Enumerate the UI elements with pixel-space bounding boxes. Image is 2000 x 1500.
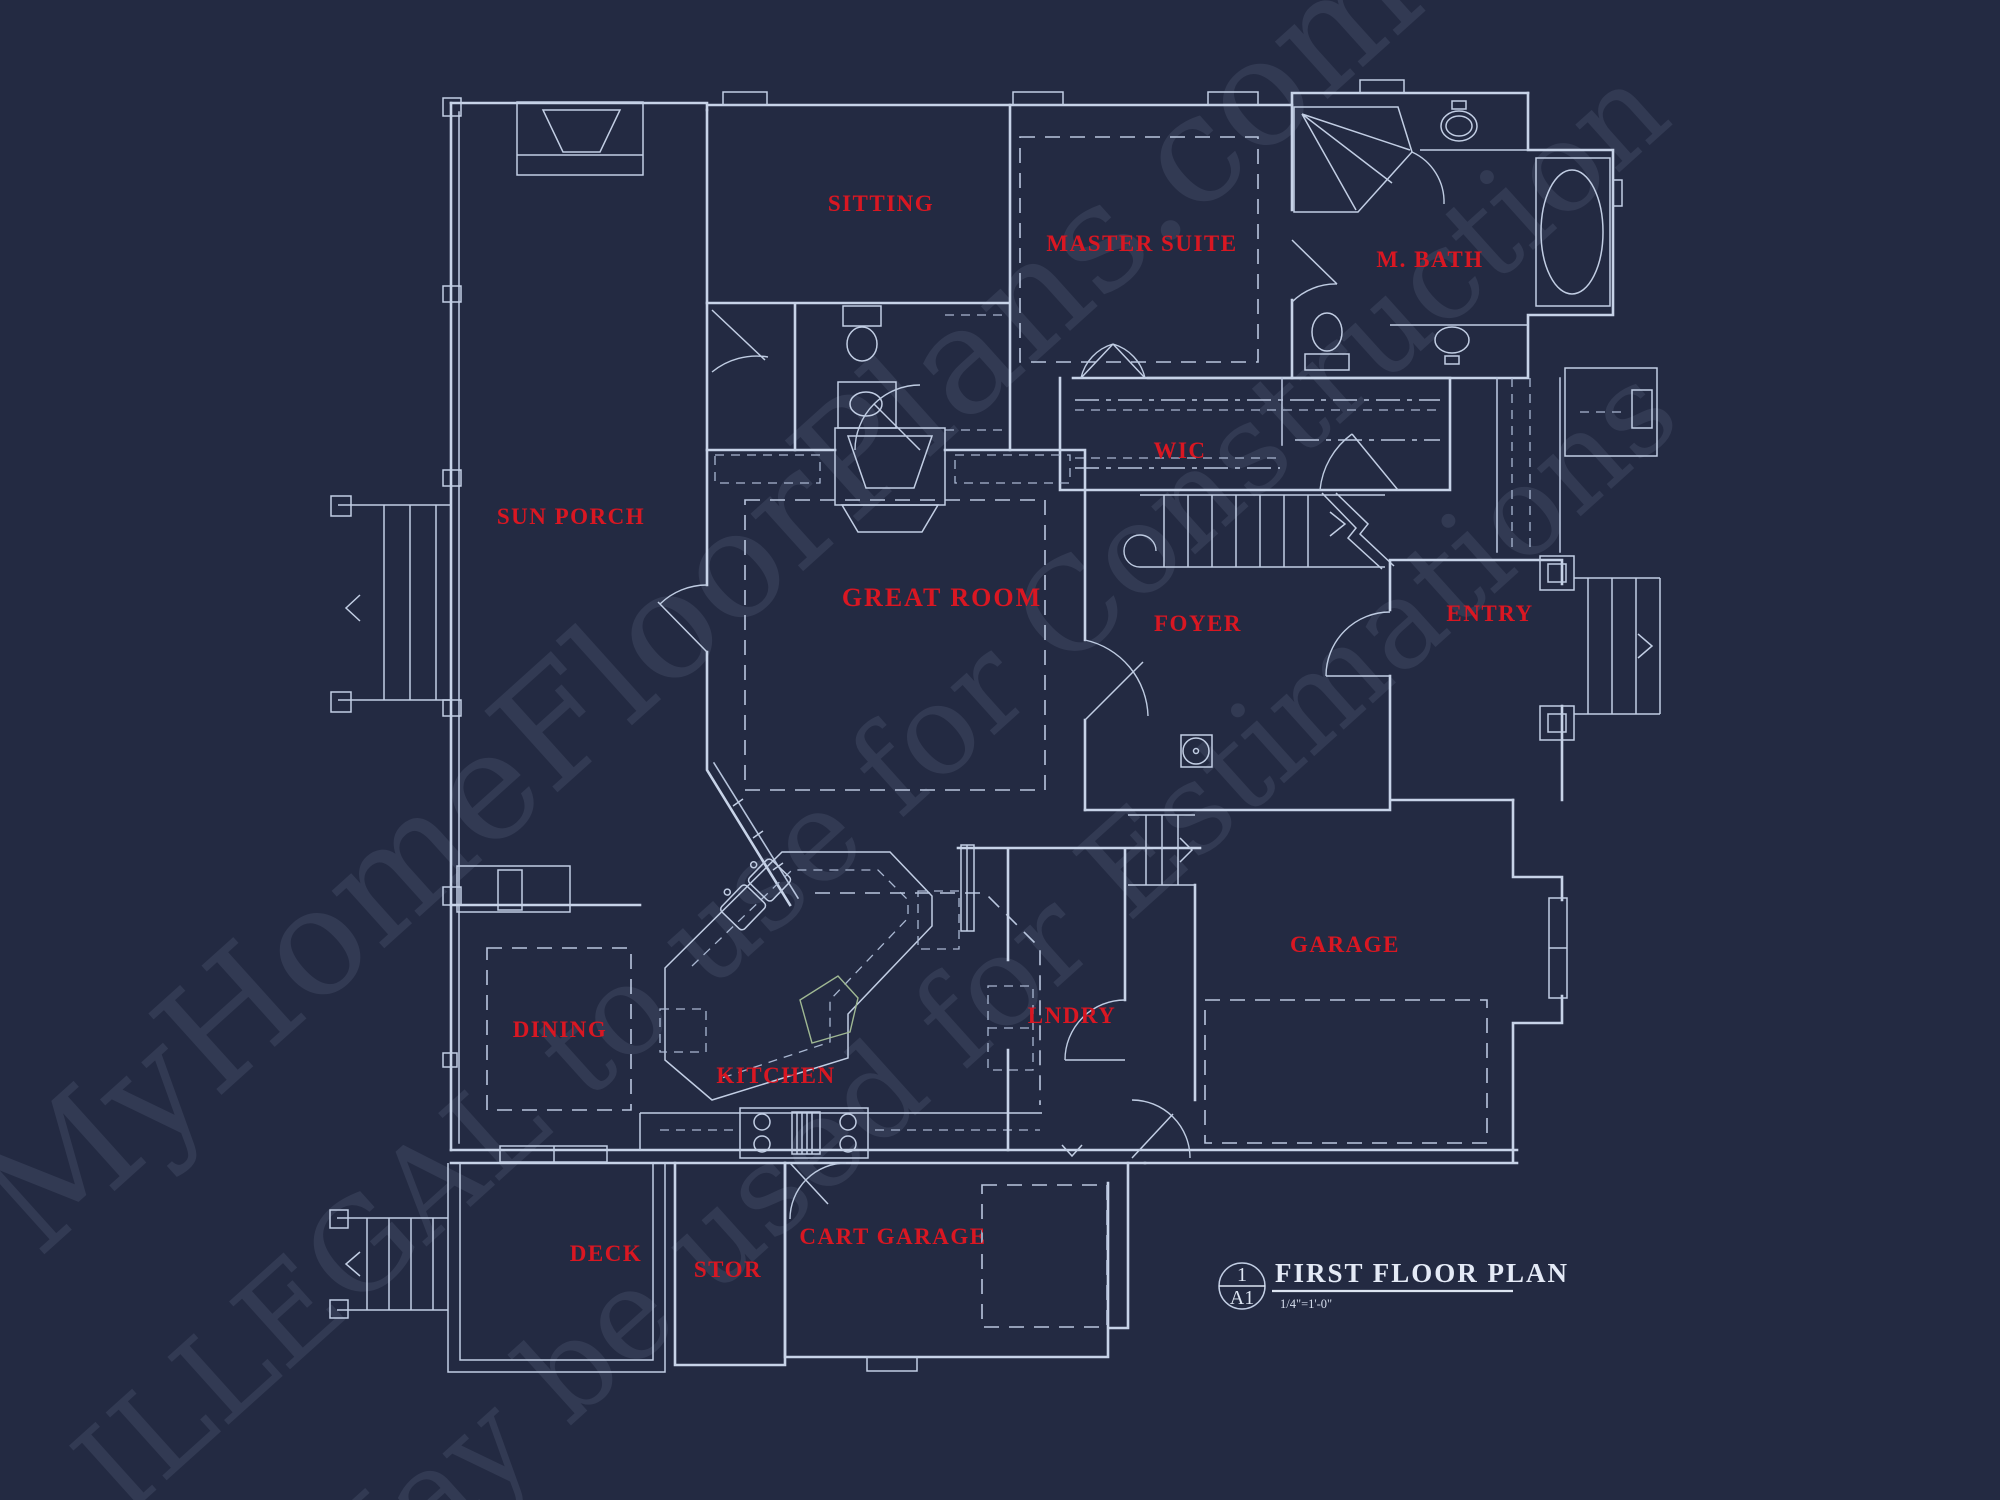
great-room-area	[705, 427, 1149, 812]
room-label-foyer: FOYER	[1154, 611, 1242, 636]
foyer-entry-area	[1083, 367, 1661, 812]
room-label-wic: WIC	[1153, 438, 1206, 463]
exterior-walls	[442, 79, 1530, 1165]
room-label-stor: STOR	[694, 1257, 762, 1282]
room-label-dining: DINING	[513, 1017, 608, 1042]
dining-area	[449, 903, 642, 1111]
sheet-title: FIRST FLOOR PLAN	[1275, 1258, 1569, 1288]
title-block: 1 A1 FIRST FLOOR PLAN 1/4"=1'-0"	[1218, 1258, 1569, 1311]
kitchen-area	[639, 844, 1042, 1159]
room-label-deck: DECK	[570, 1241, 642, 1266]
room-label-lndry: LNDRY	[1028, 1003, 1116, 1028]
room-label-garage: GARAGE	[1290, 932, 1400, 957]
room-label-kitchen: KITCHEN	[716, 1063, 835, 1088]
room-label-sun-porch: SUN PORCH	[497, 504, 645, 529]
room-labels: SITTING MASTER SUITE M. BATH WIC SUN POR…	[497, 191, 1533, 1282]
room-label-m-bath: M. BATH	[1376, 247, 1483, 272]
room-label-great-room: GREAT ROOM	[842, 583, 1042, 612]
room-label-sitting: SITTING	[828, 191, 934, 216]
laundry-area	[956, 846, 1202, 1158]
sheet-scale: 1/4"=1'-0"	[1280, 1297, 1332, 1311]
watermark-estimations: May be used for Estimations	[259, 337, 1705, 1500]
room-label-cart-garage: CART GARAGE	[799, 1224, 986, 1249]
master-bath-area	[1290, 91, 1623, 380]
room-label-entry: ENTRY	[1446, 601, 1533, 626]
main-staircase	[1123, 492, 1395, 570]
deck-stor-cart	[329, 495, 1130, 1373]
sun-porch-features	[516, 101, 784, 871]
wic-area	[1058, 376, 1452, 492]
detail-number: 1	[1237, 1264, 1247, 1286]
room-label-master-suite: MASTER SUITE	[1046, 231, 1237, 256]
sheet-number: A1	[1230, 1287, 1254, 1309]
garage-area	[1128, 798, 1568, 1165]
